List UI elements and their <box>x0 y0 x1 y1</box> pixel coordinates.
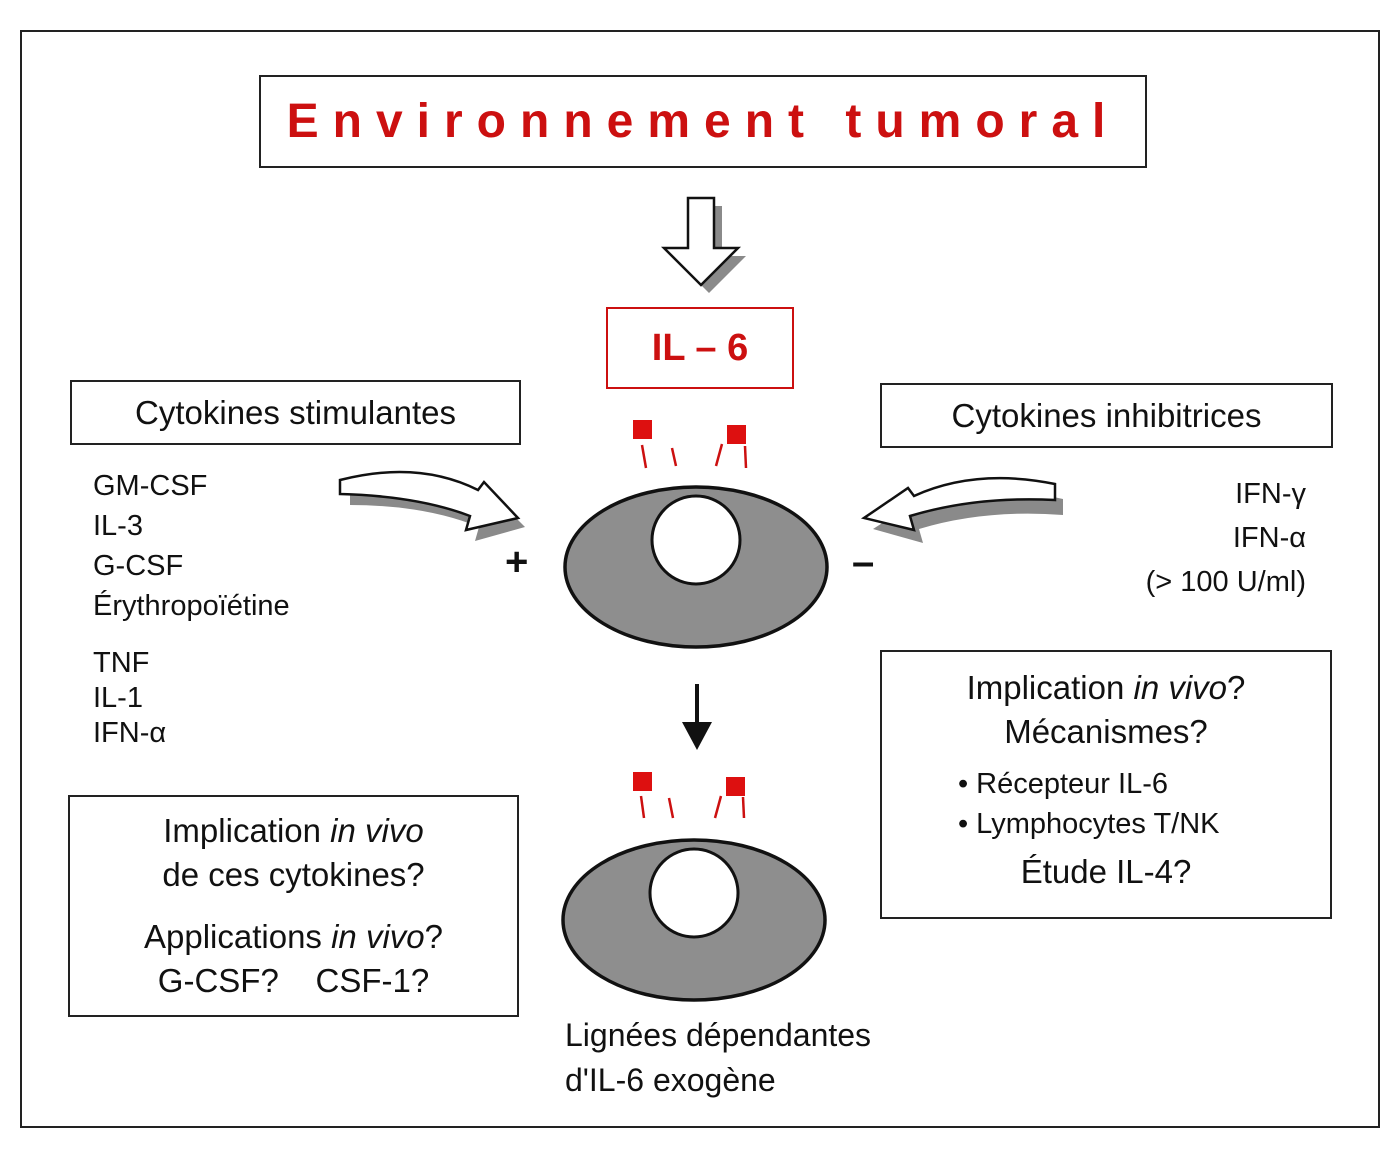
br-line1: Implication in vivo? <box>966 669 1246 706</box>
il6-box: IL – 6 <box>606 307 794 389</box>
bullet-item: •Récepteur IL-6 <box>958 768 1168 800</box>
il6-label: IL – 6 <box>651 326 749 369</box>
hollow-down-arrow <box>660 196 746 293</box>
minus-sign: – <box>852 540 875 584</box>
bullet-item: •Lymphocytes T/NK <box>958 808 1220 840</box>
diagram-title: Environnement tumoral <box>286 95 1120 148</box>
bl-line2: de ces cytokines? <box>162 856 425 893</box>
inhibiting-cytokines-box: Cytokines inhibitrices <box>880 383 1333 448</box>
il6-ligand-left <box>633 420 652 439</box>
il6-receptor-left <box>640 444 678 469</box>
mechanisms-box: Implication in vivo? Mécanismes? •Récept… <box>880 650 1332 919</box>
list-item: Érythropoïétine <box>93 590 290 622</box>
bullet-list: •Récepteur IL-6 •Lymphocytes T/NK <box>882 764 1330 844</box>
inhibiting-heading: Cytokines inhibitrices <box>951 396 1262 434</box>
list-item: IFN-α <box>93 717 167 749</box>
list-item: IFN-α <box>1232 522 1306 554</box>
list-item: G-CSF <box>93 550 184 582</box>
stimulating-list-group1: GM-CSF IL-3 G-CSF Érythropoïétine <box>93 466 290 626</box>
br-line2: Mécanismes? <box>1004 713 1208 750</box>
il6-receptor-right <box>713 795 746 819</box>
stimulating-list-group2: TNF IL-1 IFN-α <box>93 646 166 751</box>
inhibiting-list: IFN-γ IFN-α (> 100 U/ml) <box>1146 472 1306 604</box>
curved-arrow-inhibiting <box>860 476 1063 543</box>
curved-arrow-stimulating <box>338 470 525 541</box>
il6-receptor-right <box>714 443 748 469</box>
il6-ligand-right <box>726 777 745 796</box>
tumor-cell-upper <box>563 420 829 649</box>
bl-line3: Applications in vivo? <box>143 918 443 955</box>
in-vivo-cytokines-box: Implication in vivo de ces cytokines? Ap… <box>68 795 519 1017</box>
list-item: TNF <box>93 647 150 679</box>
list-item: IL-3 <box>93 510 143 542</box>
cell-lines-label: Lignées dépendantes d'IL-6 exogène <box>565 1017 872 1098</box>
list-item: (> 100 U/ml) <box>1145 566 1306 598</box>
stimulating-heading: Cytokines stimulantes <box>135 393 456 431</box>
title-box: Environnement tumoral <box>259 75 1147 168</box>
bl-line4: G-CSF? CSF-1? <box>157 962 430 999</box>
down-arrow <box>682 684 712 750</box>
bl-line1: Implication in vivo <box>163 812 424 849</box>
list-item: IFN-γ <box>1235 478 1306 510</box>
br-line3: Étude IL-4? <box>1020 853 1192 890</box>
stimulating-cytokines-box: Cytokines stimulantes <box>70 380 521 445</box>
list-item: GM-CSF <box>93 470 208 502</box>
il6-receptor-left <box>639 795 675 819</box>
plus-sign: + <box>505 540 529 584</box>
il6-ligand-left <box>633 772 652 791</box>
list-item: IL-1 <box>93 682 143 714</box>
il6-ligand-right <box>727 425 746 444</box>
tumor-cell-lower <box>561 772 827 1002</box>
figure-frame <box>20 30 1380 1128</box>
